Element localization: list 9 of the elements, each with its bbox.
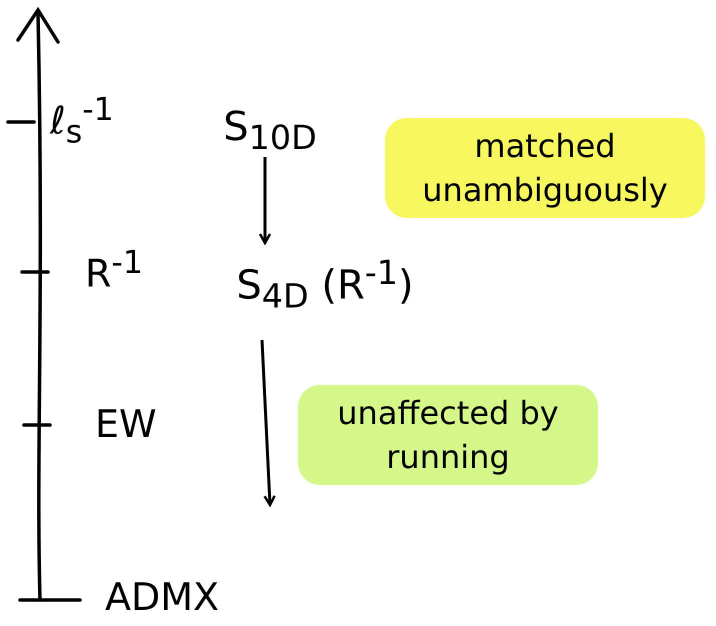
axis-tick-label: R$^{-1}$: [85, 245, 143, 296]
arrow: [260, 340, 276, 506]
highlighted-note: unaffected by running: [298, 385, 598, 485]
axis-tick-label: ADMX: [105, 575, 220, 619]
highlighted-note: matched unambiguously: [385, 118, 705, 218]
axis-tick-label: EW: [95, 402, 157, 446]
arrow: [258, 157, 272, 244]
node-text: S$_{10D}$: [195, 100, 345, 155]
node-text: S$_{4D}$ (R$^{-1}$): [200, 245, 450, 305]
